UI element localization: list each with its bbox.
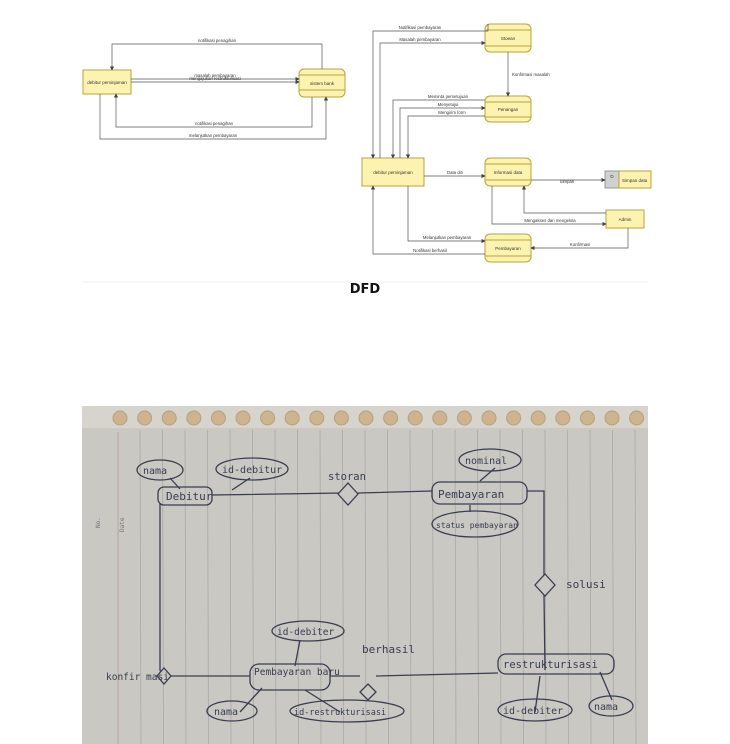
flow-masalah: Masalah pembayaran — [399, 37, 441, 42]
dfd-caption: DFD — [349, 282, 381, 297]
flow-simpan: Simpan — [560, 179, 575, 184]
rel-konfirmasi: konfir masi — [106, 672, 169, 683]
spiral-hole — [161, 410, 177, 426]
spiral-hole — [112, 410, 128, 426]
attr-id-debitur-1: id-debitur — [222, 465, 282, 476]
process-penangan: Penangan — [484, 95, 532, 123]
notebook-rule-line — [252, 429, 254, 744]
notebook-rule-line — [387, 429, 389, 744]
spiral-hole — [530, 410, 546, 426]
notebook-rule-line — [207, 429, 209, 744]
entity-pembayaran: Pembayaran — [438, 488, 504, 501]
notebook-rule-line — [162, 429, 164, 744]
spiral-hole — [333, 410, 349, 426]
data-store-label: Simpan data — [622, 178, 648, 183]
flow-mengakses: Mengakses dan mengelola — [524, 218, 576, 223]
process-stoean-label: Stoean — [501, 36, 516, 41]
attr-nama-3: nama — [594, 702, 618, 713]
spiral-hole — [284, 410, 300, 426]
notebook-rule-line — [184, 429, 187, 744]
margin-date: Date — [119, 517, 126, 532]
spiral-hole — [235, 410, 251, 426]
process-pembayaran: Pembayaran — [484, 233, 532, 263]
process-penangan-label: Penangan — [498, 107, 519, 112]
attr-status-pembayaran: status pembayaran — [436, 521, 518, 530]
attr-nama-1: nama — [143, 466, 167, 477]
notebook-rule-line — [567, 429, 569, 744]
spiral-hole — [579, 410, 595, 426]
left-store-label: sistem bank — [310, 81, 335, 86]
process-stoean: Stoean — [484, 23, 532, 53]
margin-no: No. — [95, 517, 102, 528]
process-informasi-data: Informasi data — [484, 157, 532, 187]
notebook-rule-line — [589, 429, 592, 744]
attr-id-restrukturisasi: id-restrukturisasi — [294, 708, 386, 718]
left-flow-bottom1: notifikasi penagihan — [195, 121, 234, 126]
left-flow-mid-bottom: mengajukan restrukturisasi — [189, 76, 240, 81]
left-entity-box — [82, 69, 132, 95]
flow-menyetujui: Menyetujui — [438, 102, 459, 107]
flow-mengirim: Mengirim form — [438, 110, 466, 115]
flow-konfirmasi2: Konfirmasi — [570, 242, 590, 247]
left-entity-label: debitur peminjaman — [87, 80, 127, 85]
notebook-rule-line — [634, 429, 637, 744]
spiral-hole — [506, 410, 522, 426]
spiral-hole — [456, 410, 472, 426]
spiral-hole — [604, 410, 620, 426]
notebook-rule-line — [229, 429, 232, 744]
data-store: D Simpan data — [604, 170, 652, 189]
spiral-hole — [309, 410, 325, 426]
entity-debitur: Debitur — [166, 490, 213, 503]
spiral-hole — [481, 410, 497, 426]
spiral-hole — [432, 410, 448, 426]
flow-meminta: Meminta persetujuan — [428, 94, 469, 99]
left-flow-mid-top: masalah pembayaran — [194, 73, 236, 78]
flow-notif-top: Notifikasi pembayaran — [399, 25, 442, 30]
right-dfd: debitur peminjaman Stoean Penangan Infor… — [82, 23, 652, 283]
flow-data-diri: Data diri — [447, 170, 463, 175]
flow-notif-berhasil: Notifikasi berhasil — [413, 248, 447, 253]
rel-storan: storan — [328, 471, 366, 483]
erd-photo: No. Date — [82, 406, 648, 744]
entity-restrukturisasi: restrukturisasi — [503, 659, 598, 671]
right-entity-label: debitur peminjaman — [373, 170, 413, 175]
spiral-hole — [555, 410, 571, 426]
process-informasi-label: Informasi data — [494, 170, 523, 175]
notebook-rule-line — [409, 429, 412, 744]
rel-solusi: solusi — [566, 578, 606, 591]
rel-berhasil: berhasil — [362, 643, 415, 656]
spiral-hole — [358, 410, 374, 426]
spiral-hole — [186, 410, 202, 426]
spiral-hole — [407, 410, 423, 426]
flow-melanjutkan: Melanjutkan pembayaran — [423, 235, 472, 240]
data-store-id: D — [610, 174, 614, 179]
spiral-hole — [137, 410, 153, 426]
attr-nama-2: nama — [214, 707, 238, 718]
right-entity-box — [361, 157, 425, 187]
attr-nominal: nominal — [465, 456, 507, 467]
notebook-rule-line — [274, 429, 277, 744]
spiral-hole — [260, 410, 276, 426]
entity-pembayaran-baru: Pembayaran baru — [254, 667, 340, 678]
notebook-rule-line — [139, 429, 142, 744]
left-flow-bottom2: melanjutkan pembayaran — [189, 133, 238, 138]
spiral-hole — [210, 410, 226, 426]
attr-id-debiter-3: id-debiter — [503, 706, 563, 717]
spiral-hole — [629, 410, 645, 426]
process-pembayaran-label: Pembayaran — [495, 246, 521, 251]
spiral-hole — [383, 410, 399, 426]
admin-box — [605, 209, 645, 229]
notebook-rule-line — [297, 429, 299, 744]
notebook-rule-line — [432, 429, 434, 744]
notebook-rule-line — [319, 429, 322, 744]
notebook-rule-line — [342, 429, 344, 744]
attr-id-debiter-2: id-debiter — [277, 627, 334, 638]
flow-konfirmasi: Konfirmasi masalah — [512, 72, 550, 77]
left-flow-top: notifikasi penagihan — [198, 38, 237, 43]
admin-label: Admin — [619, 217, 632, 222]
notebook-rule-line — [612, 429, 614, 744]
left-dfd: debitur peminjaman sistem bank notifikas… — [82, 38, 346, 140]
